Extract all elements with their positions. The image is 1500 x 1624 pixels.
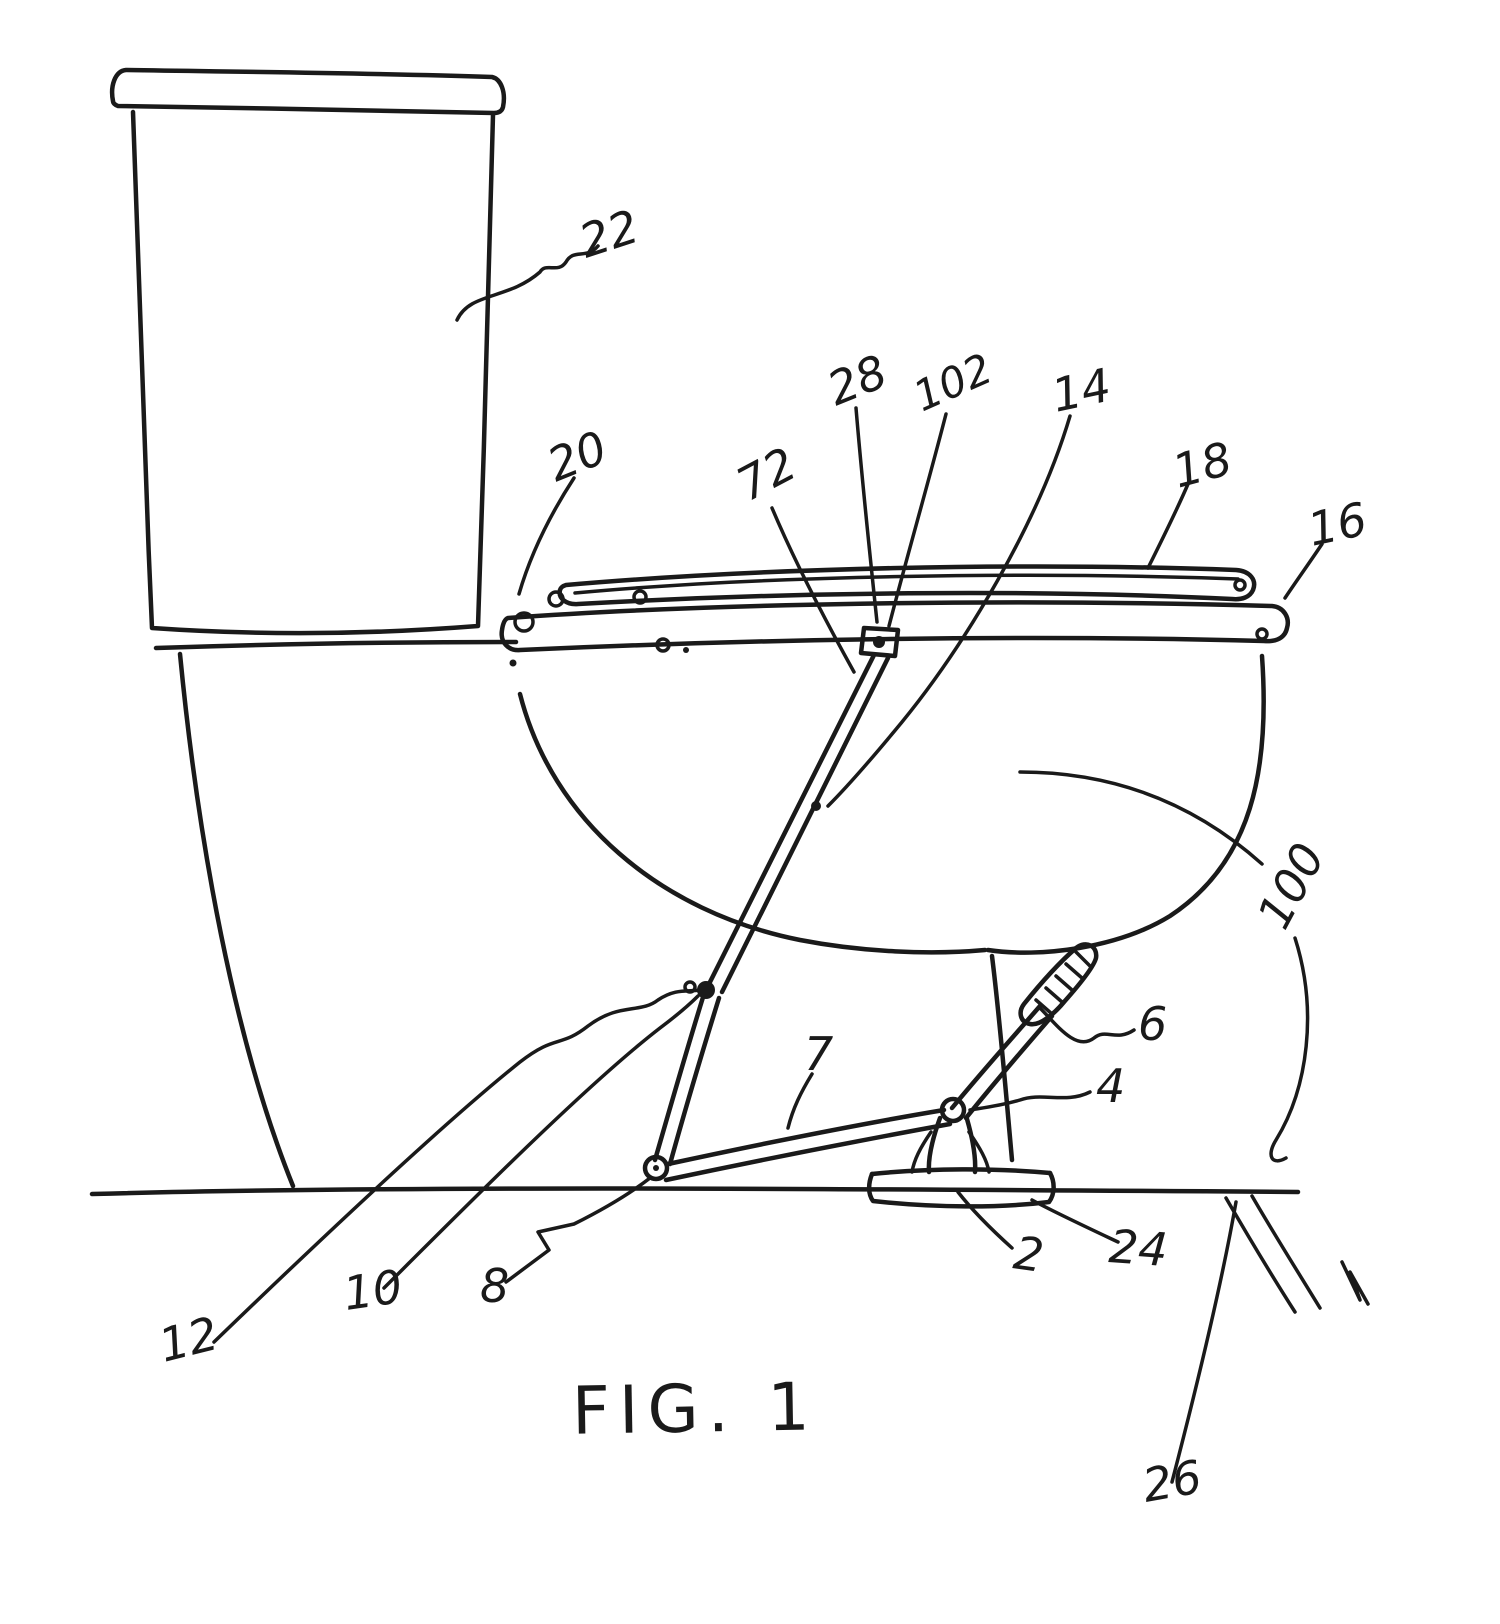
lift-rod-upper-edge2 (719, 655, 891, 995)
ref-label-28: 28 (820, 344, 895, 416)
leader-22 (455, 244, 600, 322)
rod-mid-dot (811, 801, 821, 811)
lever-lower-edge (663, 1121, 953, 1183)
leader-102 (887, 412, 948, 628)
stray-diagonal-2 (1250, 1194, 1322, 1310)
fulcrum-pivot-ring (939, 1096, 967, 1124)
tank-lid-outline (109, 67, 507, 116)
ref-label-16: 16 (1303, 492, 1371, 557)
ref-label-10: 10 (340, 1259, 405, 1321)
leader-14 (826, 414, 1072, 808)
ref-label-22: 22 (573, 199, 645, 268)
seat-ring (499, 600, 1290, 667)
figure-caption: FIG. 1 (571, 1368, 819, 1449)
leader-28 (854, 406, 879, 624)
ref-label-102: 102 (906, 344, 999, 421)
hinge-bracket-pin (873, 636, 885, 648)
ref-label-8: 8 (480, 1259, 509, 1313)
lift-rod-lower-edge2 (667, 995, 722, 1167)
seat-hinge-bolt (655, 637, 671, 653)
seat-lid-inner-line (573, 573, 1240, 595)
ref-label-6: 6 (1138, 997, 1167, 1051)
leader-6 (1038, 1006, 1136, 1044)
bowl-right-outline (985, 653, 1266, 955)
leader-72 (770, 506, 856, 674)
ref-label-18: 18 (1167, 431, 1238, 498)
ref-label-26: 26 (1139, 1449, 1206, 1512)
ref-label-72: 72 (728, 437, 805, 512)
leader-4 (968, 1090, 1092, 1112)
floor (89, 936, 1370, 1314)
seat-lid-hinge-bolt (632, 589, 648, 605)
toilet-tank (109, 67, 507, 636)
leader-12 (212, 988, 702, 1344)
swoop-below-100 (1269, 936, 1310, 1163)
bowl-top-line (153, 639, 519, 651)
ref-label-20: 20 (540, 420, 615, 492)
lower-pivot-dot (653, 1165, 659, 1171)
reference-numerals: 22 20 72 28 102 14 18 16 100 6 4 7 2 24 … (154, 199, 1372, 1513)
seat-lid-hinge-bolt (547, 590, 565, 608)
seat-hinge-bolt (1255, 627, 1269, 641)
bowl-underside-curve (517, 691, 988, 955)
lift-rod (642, 652, 891, 1182)
leader-8 (504, 1176, 652, 1284)
base-plate-top (869, 1167, 1053, 1177)
seat-ring-outline (499, 600, 1290, 653)
ref-label-12: 12 (154, 1306, 224, 1373)
leader-16 (1283, 542, 1324, 600)
pedestal-left-outline (177, 651, 296, 1189)
lower-pivot-ring (642, 1154, 670, 1182)
leader-100 (1018, 770, 1264, 866)
leader-lines (212, 244, 1324, 1484)
seat-lid-outline (557, 564, 1257, 607)
tank-body-outline (130, 109, 496, 636)
ref-label-24: 24 (1107, 1219, 1169, 1277)
seat-screw-dot (683, 647, 689, 653)
toilet-bowl (153, 639, 1266, 1189)
leader-24 (1030, 1198, 1120, 1244)
pedal-lever (663, 942, 1099, 1183)
ref-label-7: 7 (804, 1027, 833, 1081)
ref-label-4: 4 (1096, 1059, 1125, 1113)
leader-2 (956, 1190, 1014, 1250)
lift-rod-lower-edge (652, 991, 707, 1163)
ref-label-2: 2 (1010, 1225, 1047, 1283)
pedestal-right-outline (989, 953, 1015, 1163)
seat-screw-dot (509, 659, 517, 667)
fulcrum-leg-right (964, 1116, 978, 1175)
leader-26 (1170, 1200, 1238, 1484)
lift-rod-upper-edge (705, 652, 877, 989)
leader-10 (382, 994, 700, 1290)
rod-collar-bolt (697, 981, 715, 999)
leader-7 (786, 1072, 814, 1130)
stray-zigzag (1340, 1260, 1370, 1306)
floor-line (89, 1186, 1301, 1197)
leader-18 (1146, 482, 1190, 570)
lever-arm-lower (963, 1013, 1055, 1121)
seat-lid (547, 564, 1257, 608)
seat-lid-hinge-bolt (1233, 578, 1247, 592)
lever-upper-edge (665, 1107, 947, 1167)
hinge-bracket-outline (858, 625, 901, 659)
foot-pedal-pad-outline (1018, 942, 1099, 1027)
stray-diagonal-1 (1224, 1196, 1297, 1314)
seat-hinge-bolt (513, 611, 535, 633)
ref-label-14: 14 (1047, 358, 1115, 423)
ref-label-100: 100 (1247, 834, 1336, 937)
lever-arm-upper (949, 1003, 1043, 1111)
hinge-bracket (858, 625, 901, 659)
leader-20 (517, 476, 576, 596)
foot-pedal-hatching (1034, 950, 1092, 1016)
